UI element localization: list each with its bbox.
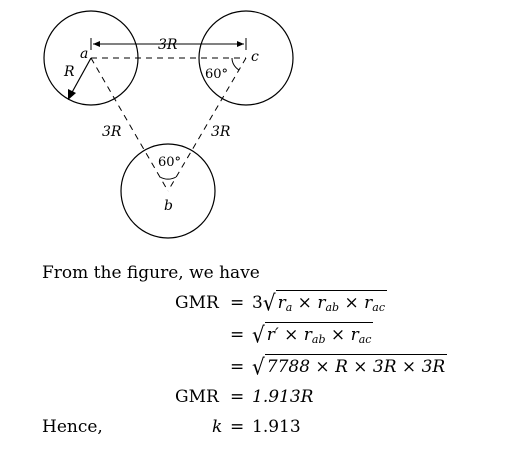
eq1-rhs: 3√ra × rab × rac <box>252 289 387 317</box>
eq5-rhs: 1.913 <box>252 417 301 437</box>
three-conductor-figure: a c b R 3R 3R 3R 60° 60° <box>43 10 294 239</box>
hence-text: Hence, <box>42 417 103 437</box>
eq1-coef: 3 <box>252 293 263 313</box>
radius-line <box>69 57 92 97</box>
dashed-side-cb <box>167 57 247 192</box>
label-angle-c: 60° <box>205 67 228 82</box>
conductor-c-circle <box>198 10 294 106</box>
label-dist-cb: 3R <box>211 124 231 140</box>
label-b: b <box>164 198 173 214</box>
label-c: c <box>251 49 259 65</box>
dashed-side-ab <box>90 57 169 192</box>
eq4-equals: = <box>230 387 245 407</box>
dim-arrow-left <box>93 41 100 47</box>
eq5-equals: = <box>230 417 245 437</box>
label-radius: R <box>63 64 75 80</box>
angle-arc-c <box>231 57 240 71</box>
dim-arrow-right <box>237 41 244 47</box>
eq3-rhs: √7788 × R × 3R × 3R <box>252 353 448 381</box>
eq1-lhs: GMR <box>175 293 219 313</box>
eq2-radical: √r′ × rab × rac <box>252 321 374 349</box>
eq4-lhs: GMR <box>175 387 219 407</box>
eq3-radical: √7788 × R × 3R × 3R <box>252 353 448 381</box>
eq1-equals: = <box>230 293 245 313</box>
eq5-lhs: k <box>212 417 223 437</box>
eq2-rhs: √r′ × rab × rac <box>252 321 374 349</box>
angle-arc-b <box>159 176 177 180</box>
eq2-equals: = <box>230 325 245 345</box>
conductor-b-circle <box>120 143 216 239</box>
label-a: a <box>80 46 88 62</box>
eq4-rhs: 1.913R <box>252 387 314 407</box>
radius-arrowhead <box>68 89 76 100</box>
eq3-equals: = <box>230 357 245 377</box>
eq1-radical: √ra × rab × rac <box>262 289 387 317</box>
label-angle-b: 60° <box>158 155 181 170</box>
label-dist-ab: 3R <box>102 124 122 140</box>
label-dist-ac: 3R <box>158 37 178 53</box>
intro-text: From the figure, we have <box>42 263 260 283</box>
